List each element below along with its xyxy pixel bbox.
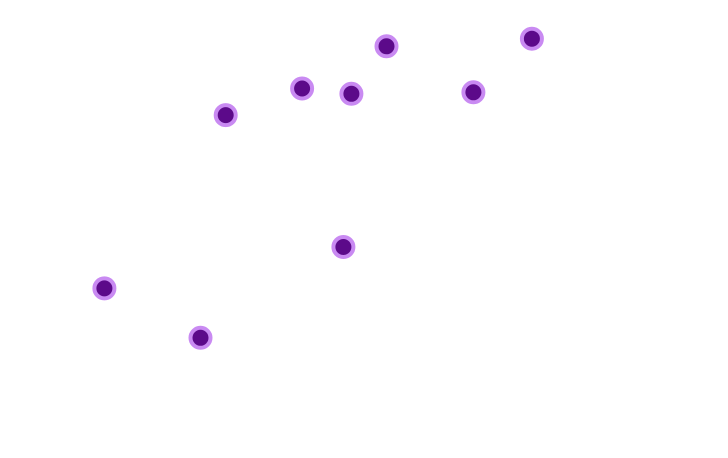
scatter-point-9 — [519, 26, 544, 51]
points-layer — [92, 26, 544, 350]
scatter-point-8 — [461, 80, 486, 105]
scatter-point-6 — [339, 81, 364, 106]
scatter-point-3 — [213, 103, 238, 128]
scatter-point-5 — [331, 235, 356, 259]
scatter-point-4 — [290, 76, 315, 101]
scatter-point-1 — [92, 276, 117, 301]
scatter-point-2 — [188, 325, 213, 350]
scatter-point-7 — [374, 34, 399, 59]
